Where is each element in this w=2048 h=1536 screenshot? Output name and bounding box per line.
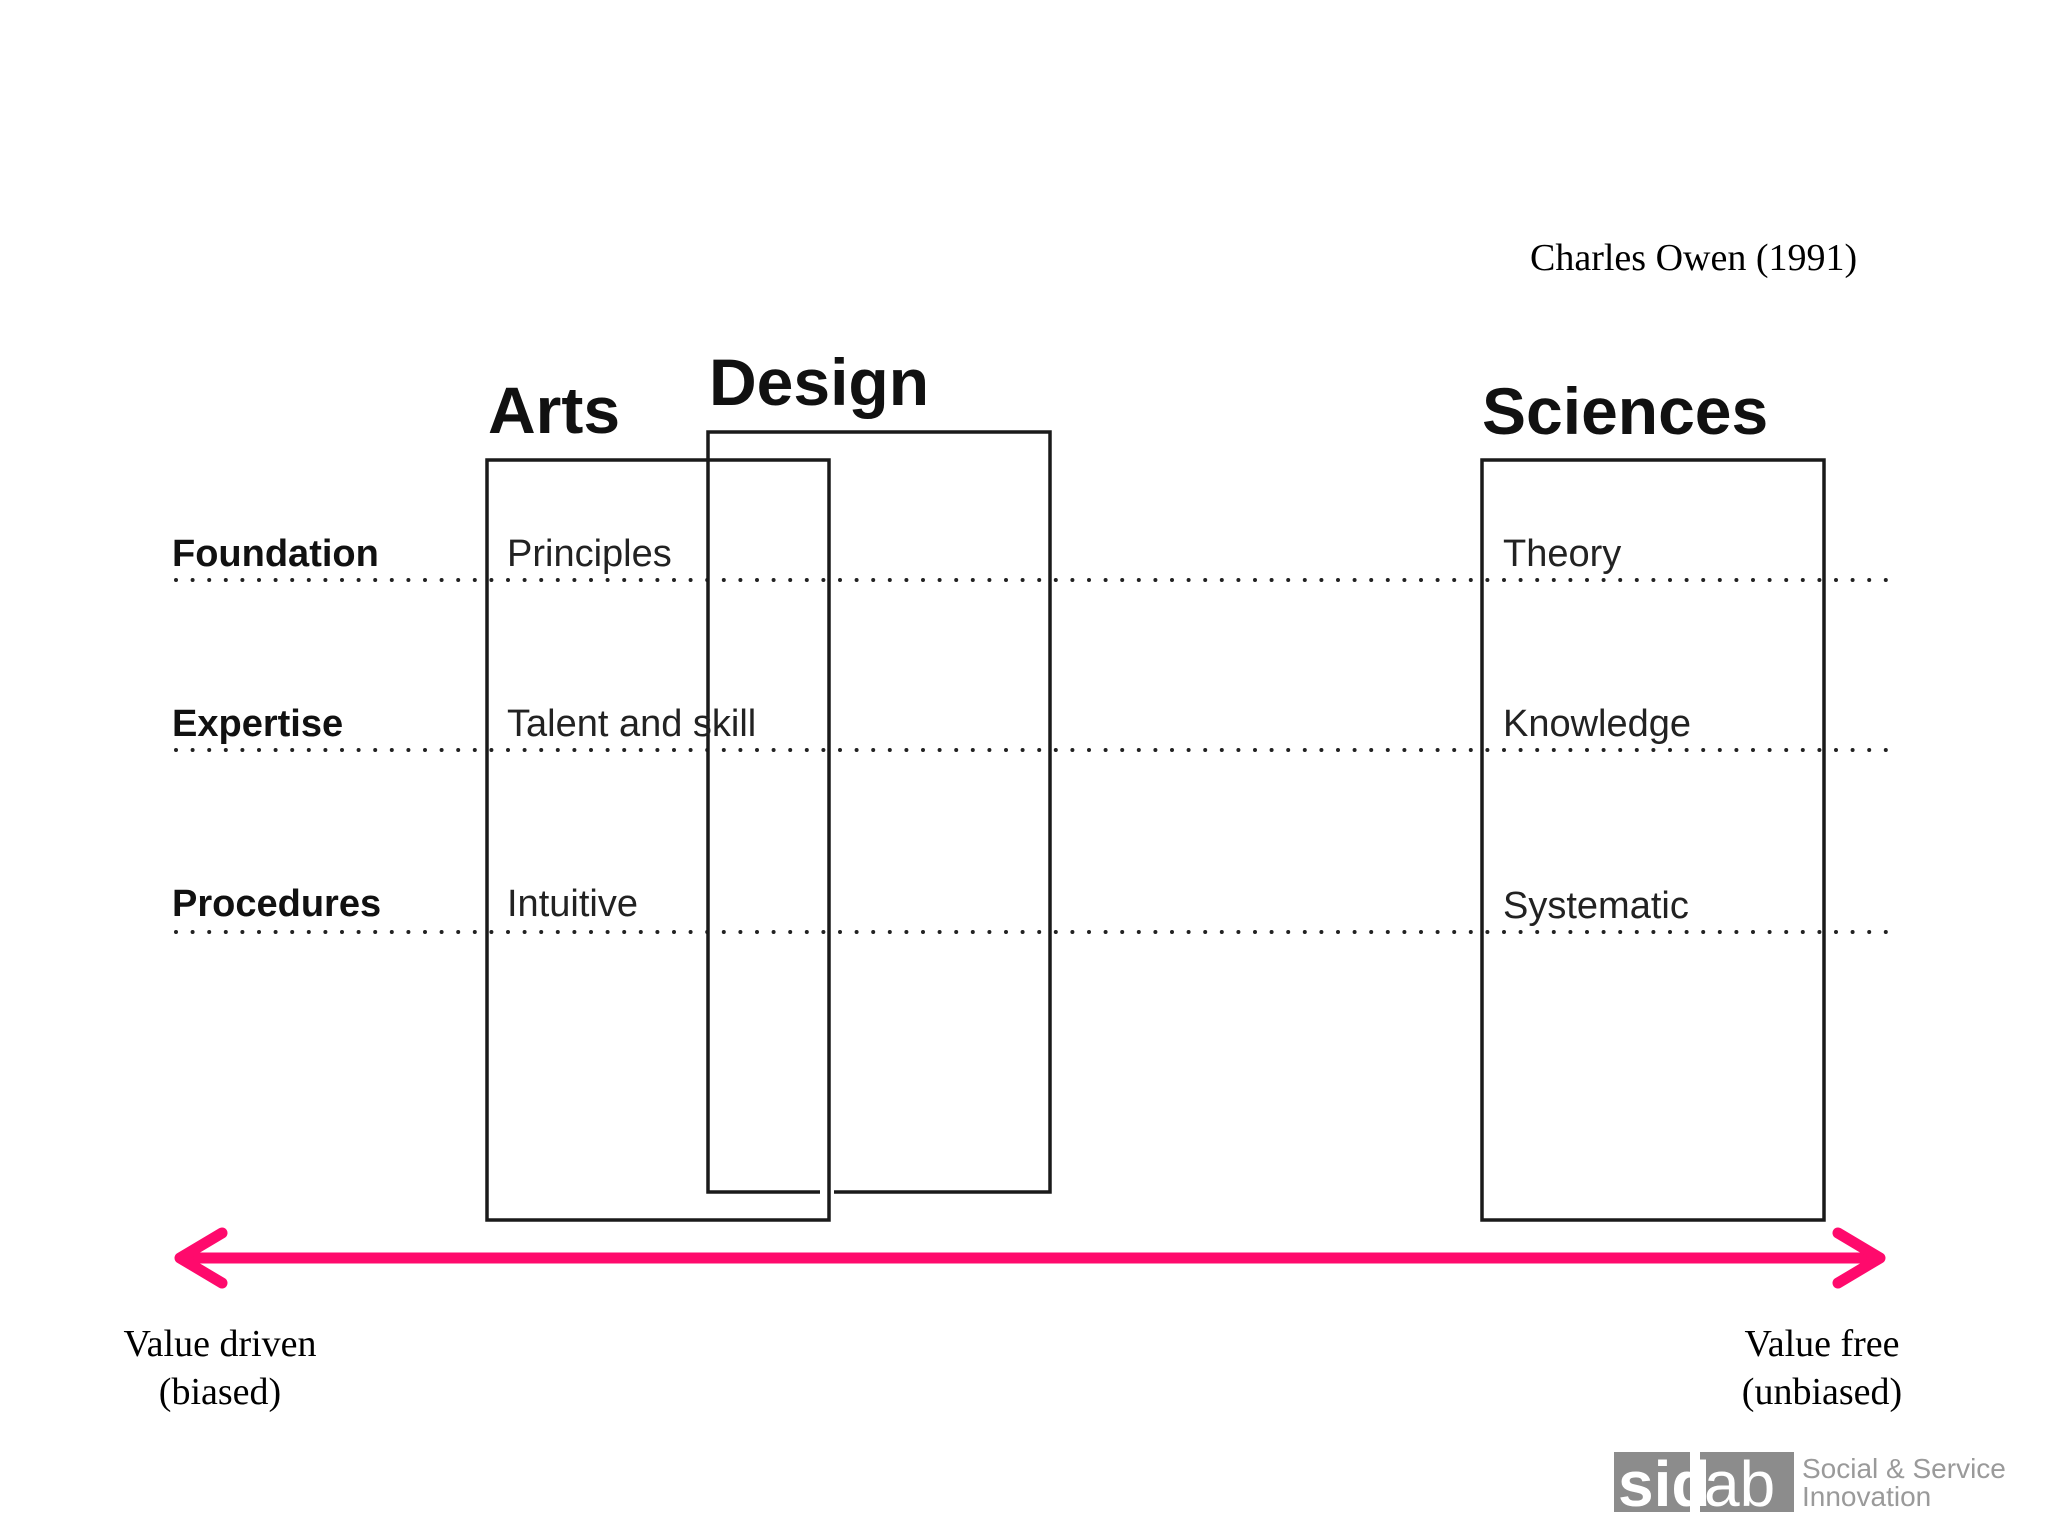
axis-right-label-line1: Value free: [1744, 1323, 1899, 1365]
axis-left-label-line2: (biased): [159, 1371, 281, 1413]
arts-cell-procedures: Intuitive: [507, 883, 638, 925]
arts-cell-expertise: Talent and skill: [507, 703, 756, 745]
logo-mark-right: ab: [1704, 1448, 1775, 1520]
row-label-foundation: Foundation: [172, 533, 379, 575]
sciences-cell-foundation: Theory: [1503, 533, 1621, 575]
column-title-sciences: Sciences: [1482, 374, 1768, 448]
design-box: [706, 430, 1052, 1194]
arrowhead-left-icon: [174, 1227, 228, 1289]
axis-right-label-line2: (unbiased): [1742, 1371, 1902, 1413]
column-title-design: Design: [709, 345, 929, 419]
arts-cell-foundation: Principles: [507, 533, 672, 575]
row-label-procedures: Procedures: [172, 883, 381, 925]
axis-left-label-line1: Value driven: [123, 1323, 316, 1365]
row-label-expertise: Expertise: [172, 703, 343, 745]
sidlab-logo: sid ab Social & Service Innovation: [1614, 1448, 2006, 1520]
logo-tagline-line2: Innovation: [1802, 1481, 1931, 1512]
sciences-cell-procedures: Systematic: [1503, 885, 1689, 927]
logo-mark-left: sid: [1618, 1448, 1710, 1520]
arrowhead-right-icon: [1832, 1227, 1886, 1289]
arts-box: [485, 458, 831, 1222]
sciences-cell-expertise: Knowledge: [1503, 703, 1691, 745]
sciences-box: [1480, 458, 1826, 1222]
logo-tagline-line1: Social & Service: [1802, 1453, 2006, 1484]
column-title-arts: Arts: [488, 373, 620, 447]
design-box-gap: [820, 1182, 834, 1198]
citation-text: Charles Owen (1991): [1530, 237, 1857, 279]
logo-mark-left-block: [1614, 1452, 1794, 1512]
logo-mark-divider: [1690, 1452, 1700, 1512]
value-axis-arrow: [174, 1227, 1886, 1289]
